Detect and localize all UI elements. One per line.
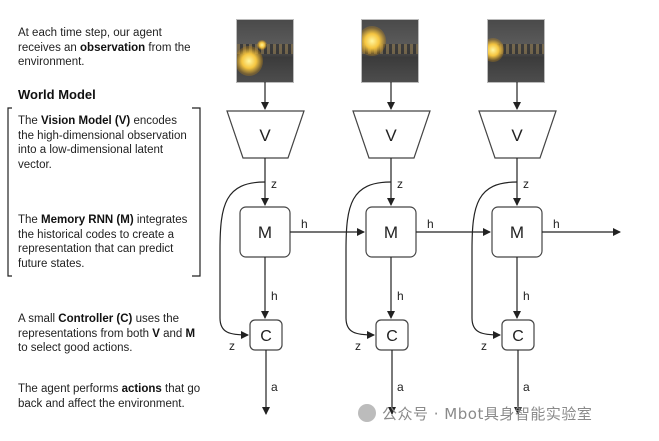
observation-frame-2 bbox=[361, 19, 419, 83]
h-recurrent-label-2: h bbox=[427, 217, 434, 231]
h-label: h bbox=[523, 289, 530, 303]
fireball-glow bbox=[257, 40, 267, 50]
vision-node-label: V bbox=[259, 126, 271, 145]
h-label: h bbox=[271, 289, 278, 303]
controller-node-label: C bbox=[512, 328, 524, 345]
h-recurrent-label-3: h bbox=[553, 217, 560, 231]
controller-node-label: C bbox=[386, 328, 398, 345]
vision-node-label: V bbox=[511, 126, 523, 145]
z-bypass-label: z bbox=[229, 339, 235, 353]
watermark-text: 公众号 · Mbot具身智能实验室 bbox=[382, 405, 593, 423]
fireball-glow bbox=[237, 46, 263, 76]
z-label: z bbox=[523, 177, 529, 191]
z-label: z bbox=[397, 177, 403, 191]
fireball-glow bbox=[362, 26, 386, 56]
z-bypass-label: z bbox=[355, 339, 361, 353]
watermark: 公众号 · Mbot具身智能实验室 bbox=[358, 403, 592, 424]
memory-node-label: M bbox=[258, 223, 272, 242]
a-label: a bbox=[523, 380, 530, 394]
z-bypass-arrow bbox=[345, 181, 392, 339]
column-3: V z M h C z a bbox=[471, 82, 557, 415]
controller-node-label: C bbox=[260, 328, 272, 345]
world-model-bracket bbox=[7, 107, 12, 277]
world-model-bracket-right bbox=[192, 107, 201, 277]
vision-model-text: The Vision Model (V) encodes the high-di… bbox=[18, 115, 187, 171]
memory-rnn-text: The Memory RNN (M) integrates the histor… bbox=[18, 214, 188, 270]
z-bypass-arrow bbox=[219, 181, 266, 339]
intro-text: At each time step, our agent receives an… bbox=[18, 27, 191, 68]
column-1: V z M h C z a bbox=[219, 82, 305, 415]
h-label: h bbox=[397, 289, 404, 303]
vision-trapezoid bbox=[226, 110, 305, 159]
observation-frame-3 bbox=[487, 19, 545, 83]
memory-node-label: M bbox=[510, 223, 524, 242]
vision-node-label: V bbox=[385, 126, 397, 145]
frame-wall bbox=[488, 44, 544, 54]
h-recurrent-label-1: h bbox=[301, 217, 308, 231]
fireball-glow bbox=[488, 38, 504, 62]
a-label: a bbox=[271, 380, 278, 394]
observation-frame-1 bbox=[236, 19, 294, 83]
z-bypass-label: z bbox=[481, 339, 487, 353]
z-bypass-arrow bbox=[471, 181, 518, 339]
vision-trapezoid bbox=[478, 110, 557, 159]
controller-text: A small Controller (C) uses the represen… bbox=[18, 313, 196, 354]
z-label: z bbox=[271, 177, 277, 191]
wechat-icon bbox=[358, 404, 376, 422]
memory-node-label: M bbox=[384, 223, 398, 242]
frame-wall bbox=[362, 44, 418, 54]
action-text: The agent performs actions that go back … bbox=[18, 383, 201, 410]
a-label: a bbox=[397, 380, 404, 394]
vision-trapezoid bbox=[352, 110, 431, 159]
world-model-heading: World Model bbox=[18, 87, 96, 102]
column-2: V z M h C z a bbox=[345, 82, 431, 415]
